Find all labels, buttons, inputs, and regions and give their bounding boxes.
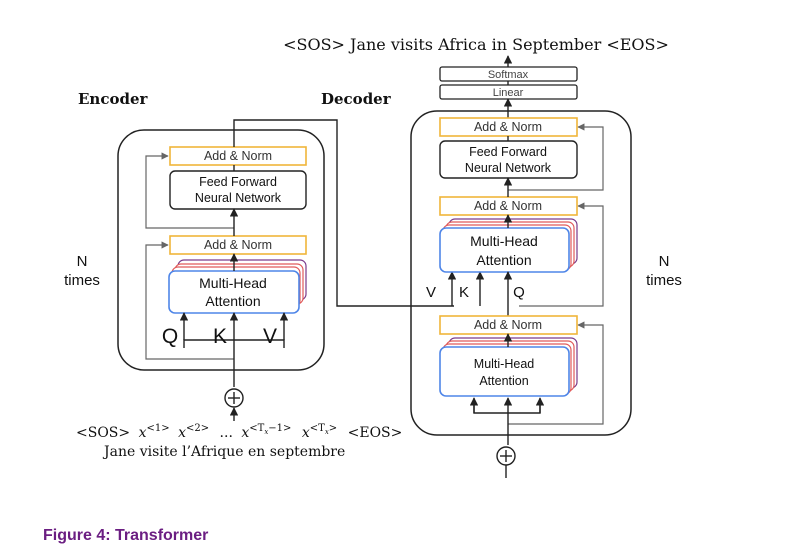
figure-caption: Figure 4: Transformer — [43, 527, 209, 544]
decoder-block — [410, 110, 632, 436]
decoder-self-mha-box — [439, 346, 570, 397]
decoder-q-label: Q — [513, 284, 525, 301]
encoder-q-label: Q — [162, 325, 178, 348]
encoder-v-label: V — [263, 325, 277, 348]
input-french: Jane visite l’Afrique en septembre — [102, 444, 345, 460]
decoder-cross-mha-label-2: Attention — [476, 252, 531, 268]
decoder-ffn-label-2: Neural Network — [465, 161, 552, 175]
decoder-k-label: K — [459, 284, 469, 301]
decoder-v-label: V — [426, 284, 436, 301]
encoder-add-norm-top-label: Add & Norm — [204, 149, 272, 163]
decoder-residual-cross — [519, 202, 604, 307]
decoder-add-norm-middle-label: Add & Norm — [474, 199, 542, 213]
linear-label: Linear — [493, 87, 524, 99]
output-sequence: <SOS> Jane visits Africa in September <E… — [283, 35, 669, 54]
encoder-repeat-line-2: times — [64, 272, 100, 289]
encoder-ffn-label-2: Neural Network — [195, 191, 282, 205]
decoder-repeat-line-1: N — [659, 253, 670, 270]
encoder-add-norm-bottom-label: Add & Norm — [204, 238, 272, 252]
decoder-self-mha-label-1: Multi-Head — [474, 357, 534, 371]
input-sequence: <SOS> x<1> x<2> ... x<Tx−1> x<Tx> <EOS> — [76, 419, 402, 441]
encoder-repeat-line-1: N — [77, 253, 88, 270]
encoder-add-norm-top — [169, 146, 307, 166]
decoder-repeat-line-2: times — [646, 272, 682, 289]
decoder-ffn-label-1: Feed Forward — [469, 145, 547, 159]
softmax-label: Softmax — [488, 69, 529, 81]
decoder-add-norm-bottom-label: Add & Norm — [474, 318, 542, 332]
encoder-ffn-label-1: Feed Forward — [199, 175, 277, 189]
encoder-mha-label-2: Attention — [205, 293, 260, 309]
decoder-title: Decoder — [321, 90, 392, 108]
encoder-residual-mha — [145, 241, 234, 360]
encoder-mha-label-1: Multi-Head — [199, 275, 267, 291]
decoder-cross-mha-label-1: Multi-Head — [470, 233, 538, 249]
encoder-to-decoder-link — [233, 119, 454, 307]
encoder-qkv-branch — [183, 339, 285, 348]
decoder-residual-ffn — [508, 123, 604, 191]
decoder-self-qkv-branch — [473, 405, 541, 414]
encoder-title: Encoder — [78, 90, 149, 108]
decoder-residual-self — [508, 321, 604, 425]
encoder-block — [117, 129, 325, 371]
decoder-self-mha-label-2: Attention — [479, 374, 528, 388]
encoder-k-label: K — [213, 325, 227, 348]
decoder-add-norm-top-label: Add & Norm — [474, 120, 542, 134]
encoder-residual-ffn — [145, 152, 234, 229]
